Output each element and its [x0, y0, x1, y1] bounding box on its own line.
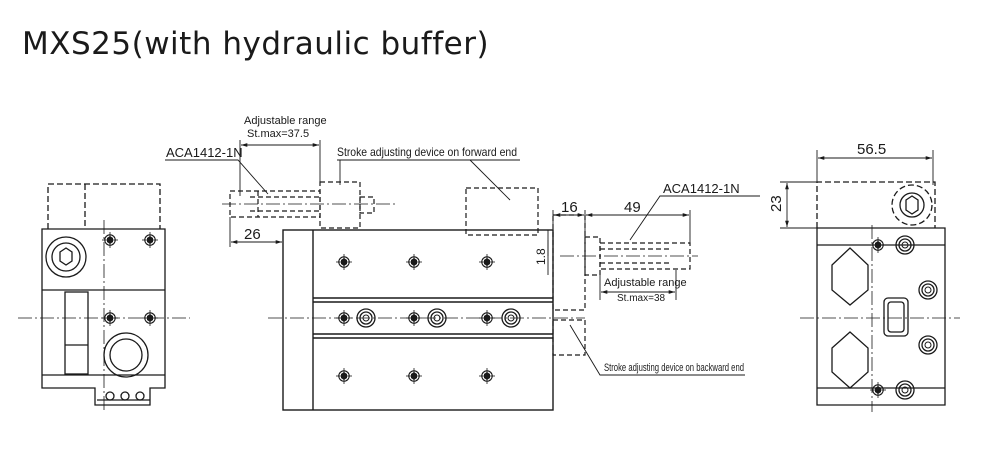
model-label: ACA1412-1N	[166, 145, 243, 160]
screw-icon	[869, 381, 887, 399]
forward-end-device	[229, 181, 539, 236]
stroke-max-label: St.max=37.5	[247, 128, 309, 140]
screw-icon	[335, 253, 353, 271]
screw-icon	[405, 367, 423, 385]
right-view-dimensions	[780, 150, 934, 229]
left-view-centerlines	[18, 220, 190, 412]
screw-icon	[478, 253, 496, 271]
bolt-icon	[918, 335, 938, 355]
screw-icon	[335, 367, 353, 385]
screw-icon	[141, 231, 159, 249]
stroke-max-label: St.max=38	[617, 293, 666, 304]
left-end-view	[41, 183, 166, 406]
screw-icon	[869, 236, 887, 254]
right-end-view	[816, 181, 946, 406]
bolt-icon	[918, 280, 938, 300]
dimension-26: 26	[244, 226, 261, 243]
dimension-23: 23	[768, 195, 785, 212]
front-view-dimensions	[165, 140, 760, 376]
screw-icon	[405, 253, 423, 271]
forward-device-label: Stroke adjusting device on forward end	[337, 145, 517, 159]
dimension-56-5: 56.5	[857, 141, 886, 158]
screw-icon	[478, 367, 496, 385]
backward-device-label: Stroke adjusting device on backward end	[604, 362, 744, 374]
dimension-49: 49	[624, 199, 641, 216]
page-title: MXS25(with hydraulic buffer)	[22, 26, 490, 62]
dimension-1-8: 1.8	[534, 248, 548, 265]
bolt-icon	[895, 380, 915, 400]
adjustable-range-label: Adjustable range	[604, 277, 687, 289]
model-label: ACA1412-1N	[663, 181, 740, 196]
dimension-16: 16	[561, 199, 578, 216]
adjustable-range-label: Adjustable range	[244, 115, 327, 127]
